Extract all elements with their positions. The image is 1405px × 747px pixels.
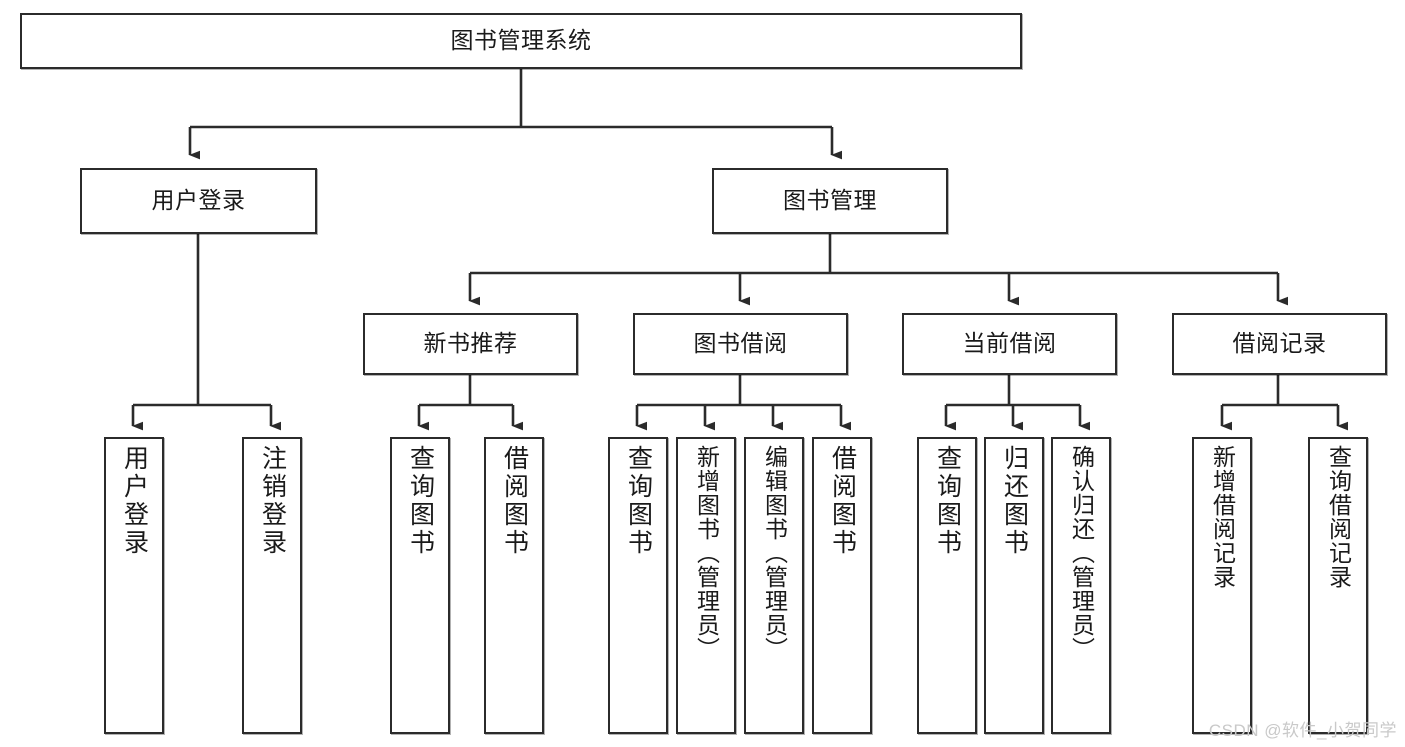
node-label: 查询图书: [406, 445, 435, 557]
node-user-login[interactable]: 用户登录: [80, 168, 317, 234]
node-book-management[interactable]: 图书管理: [712, 168, 948, 234]
leaf-borrow-book[interactable]: 借阅图书: [812, 437, 872, 734]
node-label: 编辑图书（管理员）: [761, 445, 788, 661]
node-label: 图书借阅: [693, 330, 788, 357]
node-label: 新书推荐: [423, 330, 518, 357]
node-label: 查询图书: [624, 445, 653, 557]
watermark: CSDN @软件_小贺同学: [1208, 721, 1397, 740]
leaf-query-book-borrow[interactable]: 查询图书: [608, 437, 668, 734]
leaf-return-book[interactable]: 归还图书: [984, 437, 1044, 734]
leaf-user-logout[interactable]: 注销登录: [242, 437, 302, 734]
leaf-add-borrow-record[interactable]: 新增借阅记录: [1192, 437, 1252, 734]
node-label: 当前借阅: [962, 330, 1057, 357]
node-label: 借阅图书: [828, 445, 857, 557]
node-book-borrow[interactable]: 图书借阅: [633, 313, 848, 375]
leaf-borrow-book-new-rec[interactable]: 借阅图书: [484, 437, 544, 734]
node-label: 查询图书: [933, 445, 962, 557]
node-label: 归还图书: [1000, 445, 1029, 557]
leaf-confirm-return-admin[interactable]: 确认归还（管理员）: [1051, 437, 1111, 734]
node-label: 新增借阅记录: [1209, 445, 1236, 589]
node-label: 注销登录: [258, 445, 287, 557]
leaf-add-book-admin[interactable]: 新增图书（管理员）: [676, 437, 736, 734]
leaf-query-borrow-record[interactable]: 查询借阅记录: [1308, 437, 1368, 734]
leaf-query-book-new-rec[interactable]: 查询图书: [390, 437, 450, 734]
leaf-edit-book-admin[interactable]: 编辑图书（管理员）: [744, 437, 804, 734]
leaf-query-book-current[interactable]: 查询图书: [917, 437, 977, 734]
node-borrow-record[interactable]: 借阅记录: [1172, 313, 1387, 375]
node-new-book-recommendation[interactable]: 新书推荐: [363, 313, 578, 375]
node-root-book-management-system[interactable]: 图书管理系统: [20, 13, 1022, 69]
node-label: 图书管理系统: [450, 27, 592, 54]
node-label: 用户登录: [151, 187, 246, 214]
node-label: 借阅记录: [1232, 330, 1327, 357]
node-label: 确认归还（管理员）: [1068, 445, 1095, 661]
leaf-user-login[interactable]: 用户登录: [104, 437, 164, 734]
node-current-borrow[interactable]: 当前借阅: [902, 313, 1117, 375]
node-label: 用户登录: [120, 445, 149, 557]
node-label: 图书管理: [783, 187, 877, 214]
node-label: 新增图书（管理员）: [693, 445, 720, 661]
node-label: 查询借阅记录: [1325, 445, 1352, 589]
node-label: 借阅图书: [500, 445, 529, 557]
